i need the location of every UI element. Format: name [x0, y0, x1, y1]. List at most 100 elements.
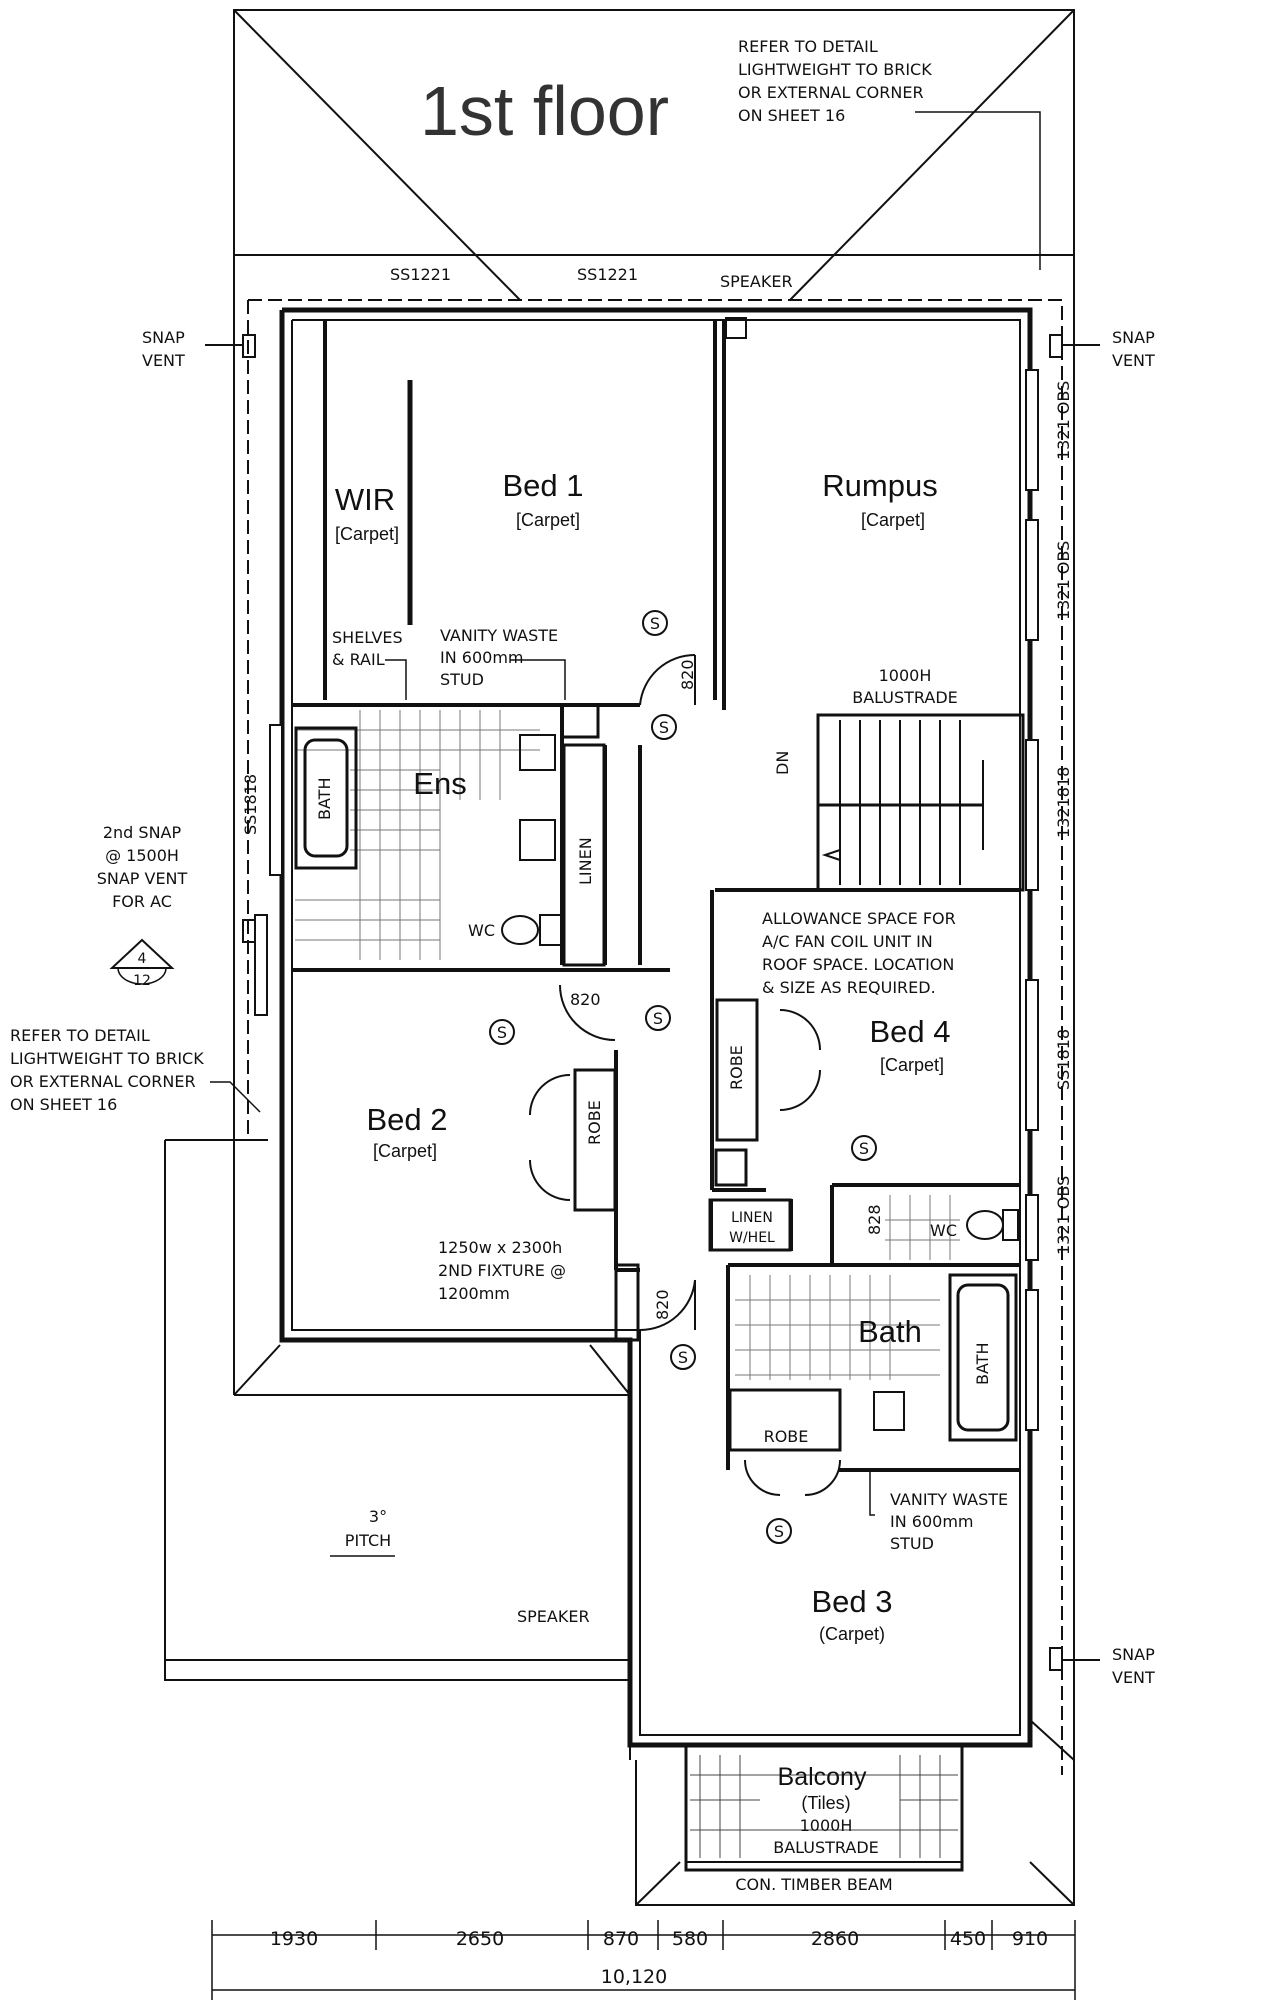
- room-wir: WIR: [335, 482, 395, 517]
- svg-text:2ND FIXTURE @: 2ND FIXTURE @: [438, 1261, 566, 1280]
- note-refer-left: REFER TO DETAIL LIGHTWEIGHT TO BRICK OR …: [10, 1026, 204, 1114]
- door-820-bath: 820: [653, 1289, 672, 1320]
- note-pitch: 3° PITCH: [330, 1507, 395, 1557]
- svg-text:IN 600mm: IN 600mm: [890, 1512, 973, 1531]
- snap-vent-symbols: [205, 334, 1100, 1671]
- svg-text:S: S: [659, 718, 669, 737]
- svg-text:OR EXTERNAL CORNER: OR EXTERNAL CORNER: [10, 1072, 196, 1091]
- svg-text:BALUSTRADE: BALUSTRADE: [852, 688, 958, 707]
- svg-text:PITCH: PITCH: [345, 1531, 391, 1550]
- room-ens: Ens: [413, 766, 466, 801]
- roof-outline: [164, 9, 1075, 1906]
- svg-text:S: S: [653, 1009, 663, 1028]
- svg-text:FOR AC: FOR AC: [112, 892, 172, 911]
- svg-text:4: 4: [138, 951, 147, 967]
- svg-text:1000H: 1000H: [879, 666, 932, 685]
- label-robe-bed3: ROBE: [764, 1427, 809, 1446]
- note-allowance: ALLOWANCE SPACE FOR A/C FAN COIL UNIT IN…: [762, 909, 956, 997]
- svg-text:A/C FAN COIL UNIT IN: A/C FAN COIL UNIT IN: [762, 932, 933, 951]
- dim-1930: 1930: [270, 1928, 318, 1950]
- snap-vent-left-1: SNAP: [142, 328, 185, 347]
- snap-vent-bottom-1: SNAP: [1112, 1645, 1155, 1664]
- window-ss1221-a: SS1221: [390, 265, 451, 284]
- svg-text:VANITY WASTE: VANITY WASTE: [440, 626, 558, 645]
- window-1321818: 1321818: [1054, 767, 1073, 838]
- note-vanity-ens: VANITY WASTE IN 600mm STUD: [440, 626, 558, 689]
- svg-text:VANITY WASTE: VANITY WASTE: [890, 1490, 1008, 1509]
- svg-text:S: S: [678, 1348, 688, 1367]
- svg-text:ROOF SPACE. LOCATION: ROOF SPACE. LOCATION: [762, 955, 954, 974]
- room-rumpus-floor: [Carpet]: [861, 510, 925, 530]
- svg-text:1250w x 2300h: 1250w x 2300h: [438, 1238, 562, 1257]
- label-linen: LINEN: [576, 837, 595, 885]
- window-1321obs-b: 1321 OBS: [1054, 541, 1073, 620]
- room-bed2-floor: [Carpet]: [373, 1141, 437, 1161]
- note-speaker-top: SPEAKER: [720, 272, 793, 291]
- doors: [529, 653, 841, 1496]
- section-marker: 4 12: [109, 938, 175, 989]
- room-wir-floor: [Carpet]: [335, 524, 399, 544]
- tile-grid: [295, 710, 960, 1380]
- svg-text:OR EXTERNAL CORNER: OR EXTERNAL CORNER: [738, 83, 924, 102]
- label-wc-main: WC: [930, 1221, 957, 1240]
- svg-text:STUD: STUD: [440, 670, 484, 689]
- label-wc-ens: WC: [468, 921, 495, 940]
- smoke-detectors: [489, 610, 877, 1544]
- label-robe-bed2: ROBE: [585, 1100, 604, 1145]
- svg-text:LIGHTWEIGHT TO BRICK: LIGHTWEIGHT TO BRICK: [738, 60, 932, 79]
- staircase: [816, 713, 1025, 892]
- dim-2860: 2860: [811, 1928, 859, 1950]
- svg-text:3°: 3°: [369, 1507, 387, 1526]
- window-ss1818-right: SS1818: [1054, 1029, 1073, 1090]
- room-bed1-floor: [Carpet]: [516, 510, 580, 530]
- svg-text:S: S: [497, 1023, 507, 1042]
- interior-walls: [292, 320, 1020, 1472]
- note-vanity-bath: VANITY WASTE IN 600mm STUD: [890, 1490, 1008, 1553]
- label-bath-main: BATH: [973, 1343, 992, 1385]
- label-linen-whel-1: LINEN: [731, 1210, 773, 1226]
- dimension-lines: [211, 1920, 1076, 2000]
- dim-870: 870: [603, 1928, 639, 1950]
- room-bath: Bath: [858, 1314, 922, 1349]
- room-bed2: Bed 2: [366, 1102, 447, 1137]
- svg-text:1200mm: 1200mm: [438, 1284, 510, 1303]
- label-bath-ens: BATH: [315, 778, 334, 820]
- dim-580: 580: [672, 1928, 708, 1950]
- svg-text:S: S: [650, 614, 660, 633]
- room-bed1: Bed 1: [502, 468, 583, 503]
- svg-text:REFER TO DETAIL: REFER TO DETAIL: [10, 1026, 150, 1045]
- room-balcony: Balcony: [778, 1763, 867, 1791]
- floor-title: 1st floor: [420, 72, 669, 150]
- dim-910: 910: [1012, 1928, 1048, 1950]
- sanitary-fixtures: [501, 734, 1019, 1431]
- room-bed3-floor: (Carpet): [819, 1624, 885, 1644]
- smoke-detector-labels: S S S S S S S: [497, 614, 869, 1541]
- door-828-wc: 828: [865, 1204, 884, 1235]
- snap-vent-left-2: VENT: [142, 351, 185, 370]
- svg-text:IN 600mm: IN 600mm: [440, 648, 523, 667]
- snap-vent-bottom-2: VENT: [1112, 1668, 1155, 1687]
- snap-vent-right-2: VENT: [1112, 351, 1155, 370]
- svg-text:2nd SNAP: 2nd SNAP: [103, 823, 182, 842]
- label-linen-whel-2: W/HEL: [729, 1230, 775, 1246]
- window-ss1818-left: SS1818: [241, 774, 260, 835]
- dim-450: 450: [950, 1928, 986, 1950]
- room-balcony-floor: (Tiles): [801, 1793, 850, 1813]
- svg-text:REFER TO DETAIL: REFER TO DETAIL: [738, 37, 878, 56]
- svg-text:LIGHTWEIGHT TO BRICK: LIGHTWEIGHT TO BRICK: [10, 1049, 204, 1068]
- svg-text:ON SHEET 16: ON SHEET 16: [10, 1095, 117, 1114]
- svg-text:12: 12: [133, 973, 151, 989]
- svg-text:ON SHEET 16: ON SHEET 16: [738, 106, 845, 125]
- note-speaker-bottom: SPEAKER: [517, 1607, 590, 1626]
- dim-2650: 2650: [456, 1928, 504, 1950]
- svg-text:STUD: STUD: [890, 1534, 934, 1553]
- svg-text:& RAIL: & RAIL: [332, 650, 385, 669]
- note-timber-beam: CON. TIMBER BEAM: [735, 1875, 892, 1894]
- door-820-bed1: 820: [678, 659, 697, 690]
- window-ss1221-b: SS1221: [577, 265, 638, 284]
- room-bed4-floor: [Carpet]: [880, 1055, 944, 1075]
- balcony-tiles: [690, 1755, 958, 1858]
- svg-text:@ 1500H: @ 1500H: [105, 846, 179, 865]
